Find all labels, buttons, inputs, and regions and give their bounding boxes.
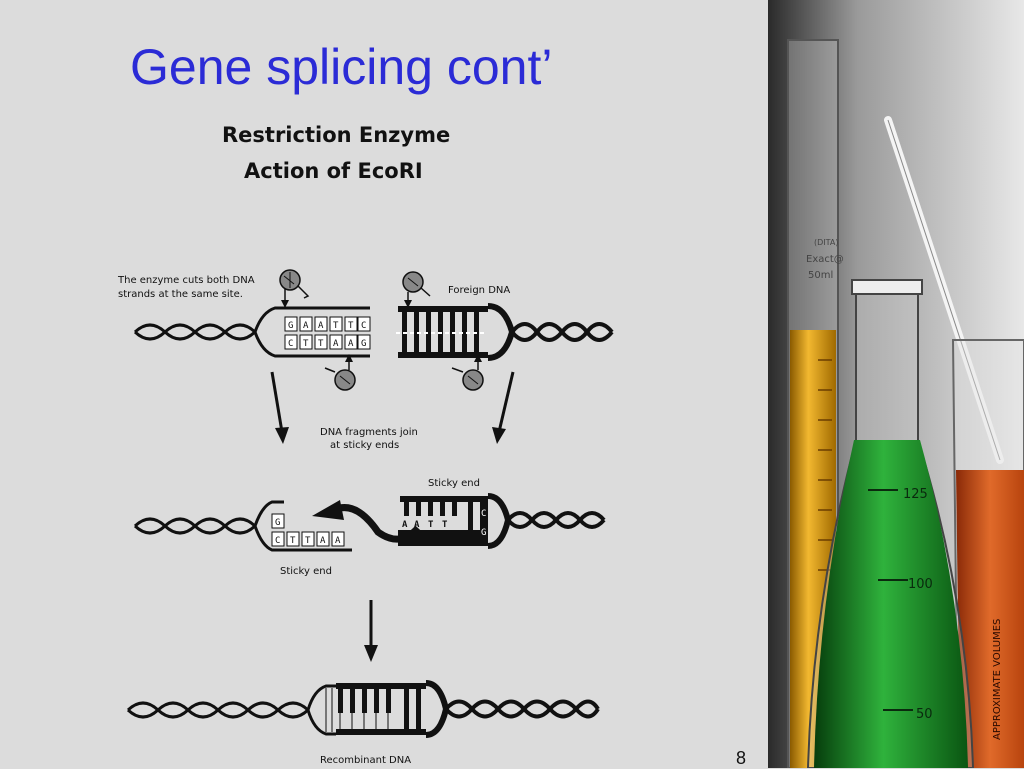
tube-label: Exact@: [806, 254, 844, 265]
caption-join-line2: at sticky ends: [330, 440, 399, 451]
foreign-dna: [396, 303, 614, 361]
base: T: [348, 321, 354, 331]
base: A: [303, 321, 309, 331]
base: C: [288, 339, 293, 349]
base: G: [288, 321, 293, 331]
tube-label: 50ml: [808, 270, 833, 281]
enzyme-icon: [279, 269, 310, 308]
caption-sticky-end-top: Sticky end: [428, 478, 480, 489]
caption-recombinant-dna: Recombinant DNA: [320, 755, 411, 766]
base: C: [481, 509, 486, 519]
base: T: [290, 536, 296, 546]
base: T: [442, 520, 448, 530]
foreign-fragment: A A T T C G: [398, 493, 606, 549]
base: A: [335, 536, 341, 546]
base: G: [481, 528, 486, 538]
recognition-site: [284, 316, 371, 350]
recombinant-dna: [126, 680, 600, 738]
base: T: [305, 536, 311, 546]
caption-join-line1: DNA fragments join: [320, 427, 418, 438]
site-bottom-bases: C T T A A G: [288, 339, 366, 349]
base: T: [333, 321, 339, 331]
diagram-heading-line1: Restriction Enzyme: [222, 123, 450, 147]
arrow-down-icon: [364, 600, 378, 662]
flask-mark: 125: [903, 487, 928, 502]
base: T: [303, 339, 309, 349]
page-number: 8: [736, 748, 747, 768]
host-dna-helix: [133, 306, 370, 358]
lab-glassware-photo: (DITA) Exact@ 50ml APPROXIMATE VOLUMES 1…: [768, 0, 1024, 768]
caption-foreign-dna: Foreign DNA: [448, 285, 510, 296]
caption-enzyme-line2: strands at the same site.: [118, 289, 243, 300]
erlenmeyer-flask: 125 100 50: [806, 279, 975, 768]
enzyme-icon: [451, 354, 484, 391]
glass-rod: [884, 116, 1004, 464]
diagram-heading-line2: Action of EcoRI: [244, 159, 423, 183]
base: C: [275, 536, 280, 546]
flask-mark: 100: [908, 577, 933, 592]
enzyme-icon: [324, 354, 356, 391]
base: C: [361, 321, 366, 331]
caption-sticky-end-bottom: Sticky end: [280, 566, 332, 577]
tube-label: (DITA): [814, 238, 839, 247]
arrow-down-icon: [492, 371, 515, 444]
flask-mark: 50: [916, 707, 933, 722]
arrow-down-icon: [270, 371, 289, 444]
base: A: [333, 339, 339, 349]
beaker-label: APPROXIMATE VOLUMES: [992, 619, 1003, 740]
base: G: [275, 518, 280, 528]
site-top-bases: G A A T T C: [288, 321, 366, 331]
base: T: [428, 520, 434, 530]
host-fragment: G C T T A A: [133, 500, 352, 552]
beaker: APPROXIMATE VOLUMES: [951, 339, 1024, 768]
base: G: [361, 339, 366, 349]
base: T: [318, 339, 324, 349]
base: A: [318, 321, 324, 331]
base: A: [414, 520, 420, 530]
base: A: [348, 339, 354, 349]
base: A: [320, 536, 326, 546]
base: A: [402, 520, 408, 530]
ecori-diagram: Restriction Enzyme Action of EcoRI The e…: [117, 123, 614, 766]
slide-title: Gene splicing cont’: [130, 39, 553, 95]
enzyme-icon: [402, 271, 431, 308]
caption-enzyme-line1: The enzyme cuts both DNA: [117, 275, 255, 286]
